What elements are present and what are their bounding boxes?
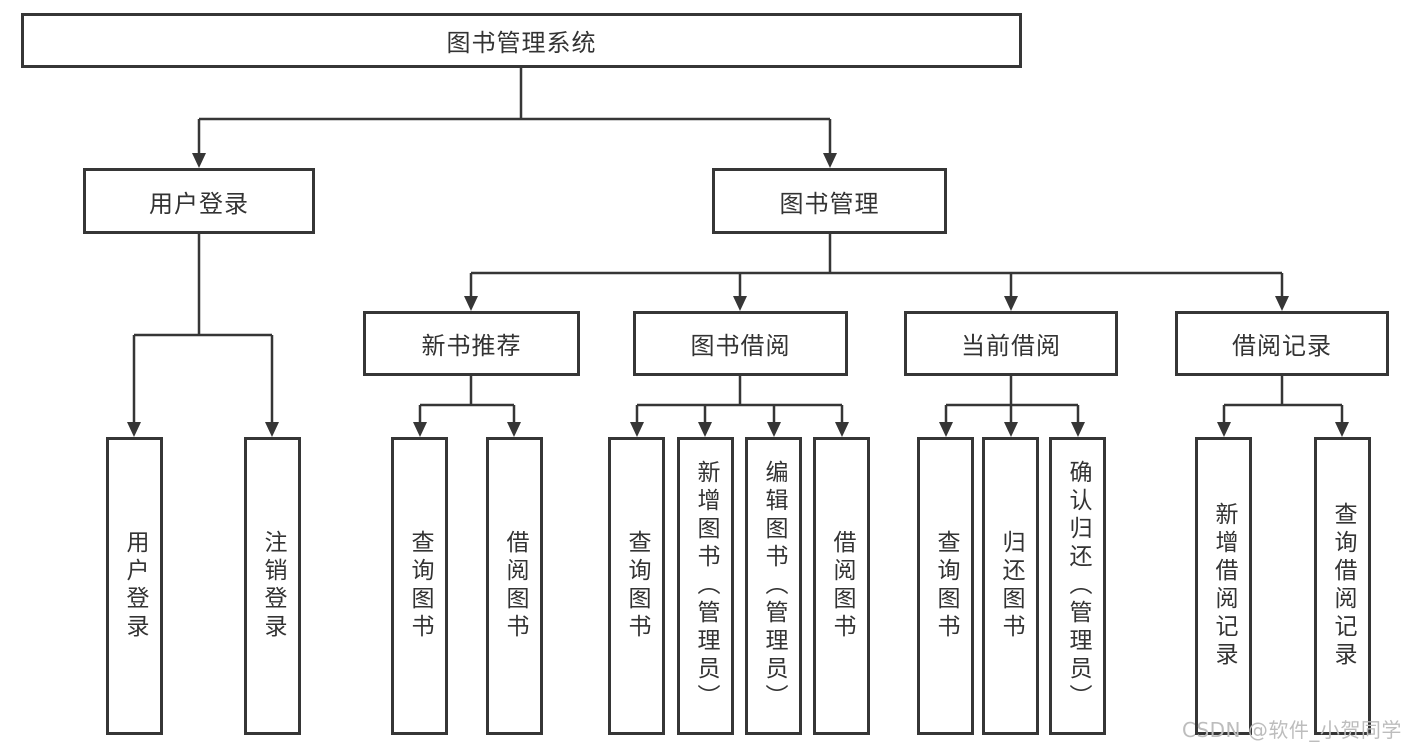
leaf-confirm-return-admin: 确认归还（管理员）: [1049, 437, 1106, 735]
node-borrowing-records: 借阅记录: [1175, 311, 1389, 376]
node-current-borrowing: 当前借阅: [904, 311, 1118, 376]
csdn-watermark: CSDN @软件_小贺同学: [1182, 718, 1402, 742]
leaf-borrow-books-newbook: 借阅图书: [486, 437, 543, 735]
node-book-management: 图书管理: [712, 168, 947, 234]
node-root: 图书管理系统: [21, 13, 1022, 68]
leaf-user-login: 用户登录: [106, 437, 163, 735]
leaf-add-book-admin: 新增图书（管理员）: [677, 437, 734, 735]
leaf-borrow-books-borrow: 借阅图书: [813, 437, 870, 735]
leaf-add-borrow-record: 新增借阅记录: [1195, 437, 1252, 735]
node-book-borrowing: 图书借阅: [633, 311, 848, 376]
node-new-book-recommendation: 新书推荐: [363, 311, 580, 376]
leaf-edit-book-admin: 编辑图书（管理员）: [745, 437, 802, 735]
leaf-query-books-current: 查询图书: [917, 437, 974, 735]
leaf-query-borrow-record: 查询借阅记录: [1314, 437, 1371, 735]
leaf-query-books-borrow: 查询图书: [608, 437, 665, 735]
leaf-return-books: 归还图书: [982, 437, 1039, 735]
connector-path: [132, 68, 1344, 423]
node-user-login: 用户登录: [83, 168, 315, 234]
leaf-query-books-newbook: 查询图书: [391, 437, 448, 735]
leaf-logout: 注销登录: [244, 437, 301, 735]
